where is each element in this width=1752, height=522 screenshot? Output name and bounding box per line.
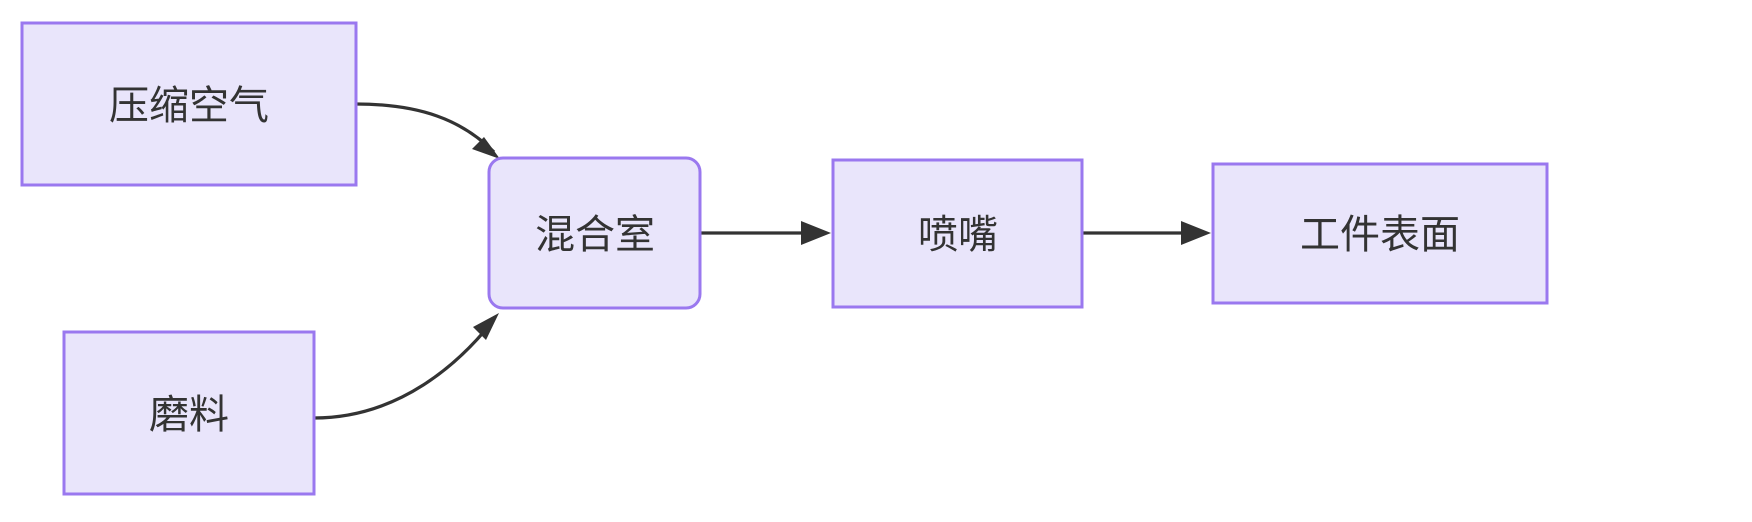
edge-compressed-air-to-mixing-chamber — [355, 102, 500, 159]
node-label-workpiece-surface: 工件表面 — [1300, 213, 1460, 257]
edge-nozzle-to-workpiece-surface — [1082, 221, 1211, 245]
arrowhead-nozzle-to-workpiece — [1181, 221, 1211, 245]
node-workpiece-surface[interactable]: 工件表面 — [1211, 162, 1549, 305]
edge-mixing-chamber-to-nozzle — [700, 221, 831, 245]
node-shape-workpiece-surface[interactable] — [1211, 162, 1549, 305]
arrowhead-mixing-to-nozzle — [801, 221, 831, 245]
node-shape-mixing-chamber[interactable] — [487, 156, 702, 310]
node-label-mixing-chamber: 混合室 — [535, 213, 655, 257]
node-label-compressed-air: 压缩空气 — [109, 84, 269, 128]
edge-abrasive-to-mixing-chamber — [313, 313, 499, 420]
node-abrasive[interactable]: 磨料 — [62, 330, 316, 496]
node-label-abrasive: 磨料 — [149, 393, 229, 437]
node-shape-nozzle[interactable] — [831, 158, 1084, 309]
arrowhead-abrasive — [473, 313, 499, 340]
edge-path-compressed-air — [355, 102, 496, 154]
node-mixing-chamber[interactable]: 混合室 — [487, 156, 702, 310]
node-compressed-air[interactable]: 压缩空气 — [20, 21, 358, 187]
edge-path-abrasive — [313, 321, 494, 420]
node-shape-abrasive[interactable] — [62, 330, 316, 496]
node-nozzle[interactable]: 喷嘴 — [831, 158, 1084, 309]
node-label-nozzle: 喷嘴 — [918, 213, 998, 257]
arrowhead-compressed-air — [472, 137, 500, 159]
node-shape-compressed-air[interactable] — [20, 21, 358, 187]
